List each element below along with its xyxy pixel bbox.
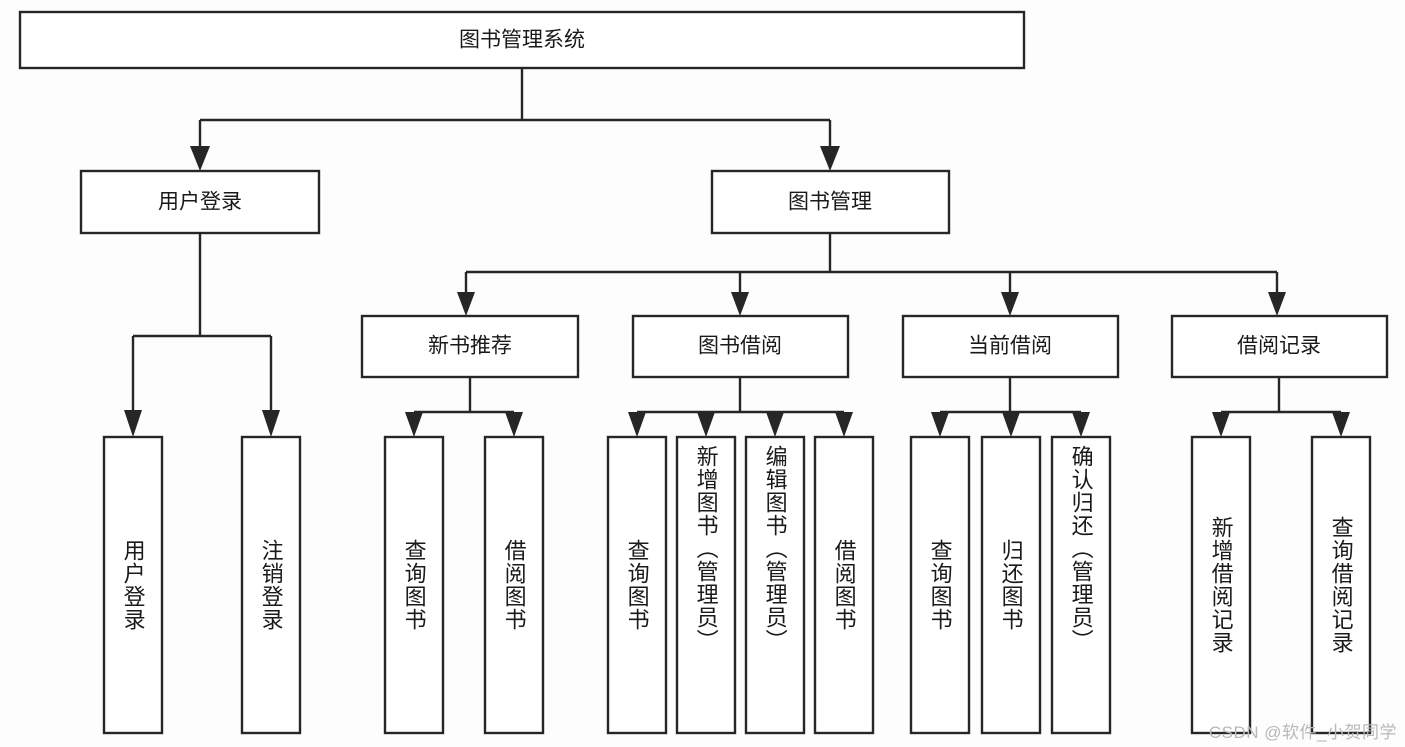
node-leaf-add-book-admin-box[interactable] [675,435,737,735]
node-root[interactable]: 图书管理系统 [18,10,1026,70]
node-book-borrow[interactable]: 图书借阅 [631,314,850,379]
node-leaf-borrow-book-box[interactable] [813,435,875,735]
node-new-book-recommend-label: 新书推荐 [428,335,512,358]
arrow-borrowrecord-to-leaf1 [1212,412,1230,437]
node-borrow-record-label: 借阅记录 [1237,335,1321,358]
node-leaf-borrow-book-rec-box[interactable] [483,435,545,735]
node-new-book-recommend[interactable]: 新书推荐 [360,314,580,379]
node-leaf-query-borrow-record-box[interactable] [1310,435,1372,735]
node-book-borrow-box[interactable] [631,314,850,379]
node-book-management-label: 图书管理 [788,191,872,214]
node-leaf-user-logout-box[interactable] [240,435,302,735]
arrow-root-to-book-management [820,146,840,171]
connector-layer [124,68,1350,437]
node-book-borrow-label: 图书借阅 [698,335,782,358]
arrow-currentborrow-to-leaf3 [1072,412,1090,437]
node-book-management[interactable]: 图书管理 [710,169,951,235]
node-leaf-query-book-rec-box[interactable] [383,435,445,735]
arrow-root-to-user-login [190,146,210,171]
node-book-management-box[interactable] [710,169,951,235]
node-leaf-return-book-box[interactable] [980,435,1042,735]
arrow-bm-to-book-borrow [731,292,749,316]
arrow-newbook-to-leaf1 [405,412,423,437]
arrow-bookborrow-to-leaf1 [628,412,646,437]
arrow-currentborrow-to-leaf2 [1002,412,1020,437]
node-leaf-query-book-current-box[interactable] [909,435,971,735]
node-user-login-box[interactable] [79,169,321,235]
node-borrow-record-box[interactable] [1170,314,1389,379]
arrow-currentborrow-to-leaf1 [931,412,949,437]
arrow-userlogin-to-leaf2 [262,410,280,437]
node-leaf-query-book-borrow-box[interactable] [606,435,668,735]
node-leaf-add-borrow-record-box[interactable] [1190,435,1252,735]
arrow-bm-to-new-book-recommend [457,292,475,316]
arrow-borrowrecord-to-leaf2 [1332,412,1350,437]
node-leaf-user-login-box[interactable] [102,435,164,735]
node-leaf-edit-book-admin-box[interactable] [744,435,806,735]
arrow-bookborrow-to-leaf2 [697,412,715,437]
arrow-bookborrow-to-leaf4 [835,412,853,437]
node-current-borrow-box[interactable] [901,314,1120,379]
node-current-borrow-label: 当前借阅 [968,335,1052,358]
arrow-userlogin-to-leaf1 [124,410,142,437]
node-new-book-recommend-box[interactable] [360,314,580,379]
csdn-watermark: CSDN @软件_小贺同学 [1208,723,1397,742]
node-root-box[interactable] [18,10,1026,70]
arrow-bm-to-current-borrow [1001,292,1019,316]
node-user-login[interactable]: 用户登录 [79,169,321,235]
node-borrow-record[interactable]: 借阅记录 [1170,314,1389,379]
leaf-box-layer [102,435,1372,735]
arrow-bm-to-borrow-record [1268,292,1286,316]
arrow-newbook-to-leaf2 [505,412,523,437]
node-current-borrow[interactable]: 当前借阅 [901,314,1120,379]
node-root-label: 图书管理系统 [459,29,585,52]
node-leaf-confirm-return-admin-box[interactable] [1050,435,1112,735]
node-user-login-label: 用户登录 [158,191,242,214]
arrow-bookborrow-to-leaf3 [766,412,784,437]
